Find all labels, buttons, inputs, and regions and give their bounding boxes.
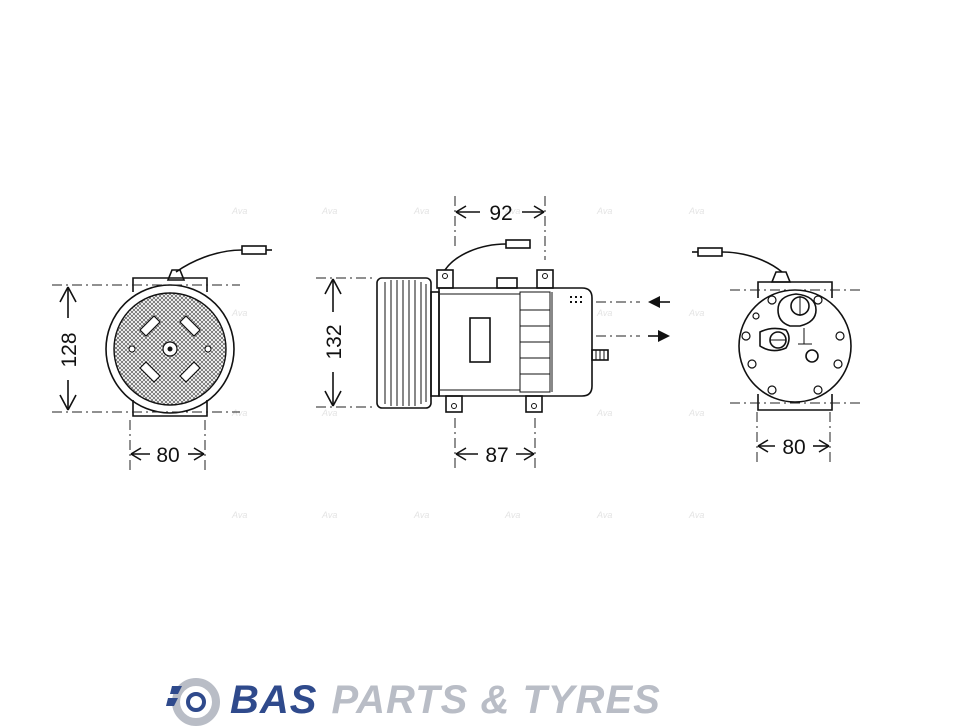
front-clutch-lugs [139,315,201,383]
dimension-label: 92 [489,202,512,225]
front-pulley-outer [105,284,235,414]
brand-name: BAS PARTS & TYRES [230,678,661,723]
watermark-text: Ava [688,206,704,216]
dimension-label: 132 [323,324,346,359]
side-mount-lugs [436,269,554,413]
dimension-side-top: 92 [455,202,545,225]
watermark-row-bottom: Ava Ava Ava Ava Ava Ava [231,510,704,520]
brand-name-secondary: PARTS & TYRES [331,678,661,722]
side-body [438,287,593,397]
watermark-grid: Ava Ava Ava Ava Ava Ava Ava Ava Ava Ava … [231,206,704,520]
brand-logo: BAS PARTS & TYRES [160,674,820,726]
watermark-text: Ava [231,308,247,318]
watermark-text: Ava [321,408,337,418]
rear-port-discharge [759,327,790,352]
watermark-text: Ava [504,510,520,520]
watermark-row-top: Ava Ava Ava Ava Ava Ava [231,206,704,216]
watermark-text: Ava [596,408,612,418]
rear-port-suction [777,293,817,327]
dimension-label: 128 [58,332,81,367]
rear-connector [697,247,723,257]
watermark-text: Ava [688,308,704,318]
watermark-row-middle: Ava Ava Ava Ava Ava Ava Ava [231,308,704,418]
watermark-text: Ava [688,408,704,418]
watermark-text: Ava [596,206,612,216]
dimension-label: 80 [782,436,805,459]
side-pulley-grooves [384,280,427,406]
side-view [316,196,670,470]
front-cable [175,249,243,273]
front-bracket-bottom [132,400,208,417]
watermark-text: Ava [231,510,247,520]
dimension-label: 87 [485,444,508,467]
dimension-side-bottom: 87 [455,444,535,467]
tyre-logo-icon [166,678,220,726]
watermark-text: Ava [321,510,337,520]
watermark-text: Ava [504,206,520,216]
rear-view [692,247,864,462]
brand-name-primary: BAS [230,678,318,722]
rear-housing [738,289,852,403]
rear-plug [805,349,819,363]
watermark-text: Ava [231,408,247,418]
dimension-front-width: 80 [130,444,205,467]
watermark-text: Ava [413,206,429,216]
side-body-ribs [519,291,553,393]
rear-bracket-bottom [757,394,833,411]
dimension-label: 80 [156,444,179,467]
dimension-rear-width: 80 [757,436,830,459]
side-label-plate [469,317,491,363]
rear-cable [721,251,783,273]
watermark-text: Ava [596,308,612,318]
front-view [52,245,272,470]
watermark-text: Ava [231,206,247,216]
side-cable [444,243,507,271]
rear-bolts [741,295,845,395]
side-connector [505,239,531,249]
dimension-side-height: 132 [323,278,346,407]
dimension-front-height: 128 [58,286,81,411]
watermark-text: Ava [596,510,612,520]
watermark-text: Ava [321,206,337,216]
watermark-text: Ava [688,510,704,520]
front-connector [241,245,267,255]
watermark-text: Ava [413,510,429,520]
